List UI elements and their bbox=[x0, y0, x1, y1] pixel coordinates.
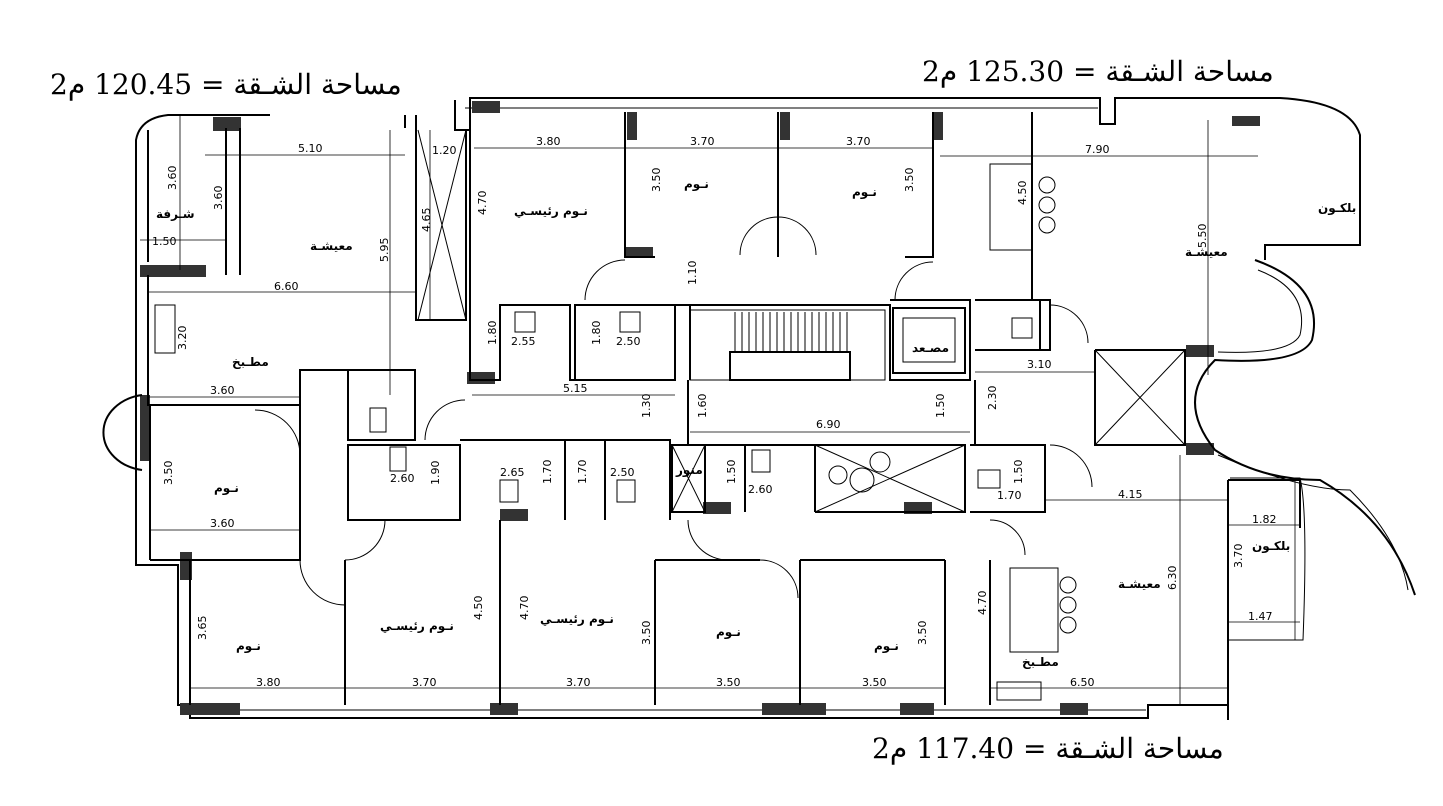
room-living-right: معيشـة bbox=[1185, 245, 1228, 259]
room-master-bottom-2: نـوم رئيسـي bbox=[540, 612, 614, 627]
dim-6-30: 6.30 bbox=[1166, 566, 1179, 591]
dim-2-50-b: 2.50 bbox=[610, 466, 635, 479]
dim-1-10: 1.10 bbox=[686, 261, 699, 286]
door-swings bbox=[254, 216, 1093, 606]
dim-1-60: 1.60 bbox=[696, 394, 709, 419]
dim-3-50-a: 3.50 bbox=[162, 461, 175, 486]
dim-5-10: 5.10 bbox=[298, 142, 323, 155]
dim-2-65: 2.65 bbox=[500, 466, 525, 479]
dim-2-30: 2.30 bbox=[986, 386, 999, 411]
dim-2-50-a: 2.50 bbox=[616, 335, 641, 348]
room-bed-bottom-2: نـوم bbox=[874, 639, 899, 654]
dim-3-50-b: 3.50 bbox=[650, 168, 663, 193]
room-master-top: نـوم رئيسـي bbox=[514, 204, 588, 219]
room-living-left: معيشـة bbox=[310, 239, 353, 253]
dim-3-50-d: 3.50 bbox=[640, 621, 653, 646]
dim-2-60-a: 2.60 bbox=[390, 472, 415, 485]
room-labels: شـرفة معيشـة مطـبخ نـوم نـوم رئيسـي نـوم… bbox=[156, 177, 1356, 669]
dim-3-80-b: 3.80 bbox=[256, 676, 281, 689]
dim-1-50-c: 1.50 bbox=[725, 460, 738, 485]
dim-4-70-a: 4.70 bbox=[476, 191, 489, 216]
room-living-bottom-right: معيشـة bbox=[1118, 577, 1161, 591]
balcony-curve-right bbox=[1194, 259, 1416, 596]
dim-1-80-b: 1.80 bbox=[590, 321, 603, 346]
dim-3-60-b: 3.60 bbox=[212, 186, 225, 211]
room-bedroom-left-mid: نـوم bbox=[214, 481, 239, 496]
room-bed-top-1: نـوم bbox=[684, 177, 709, 192]
room-elevator: مصـعد bbox=[912, 341, 949, 355]
room-kitchen-left: مطـبخ bbox=[232, 355, 269, 369]
dim-1-20: 1.20 bbox=[432, 144, 457, 157]
dim-3-50-c: 3.50 bbox=[903, 168, 916, 193]
dim-4-50-b: 4.50 bbox=[472, 596, 485, 621]
dim-3-60-d: 3.60 bbox=[210, 517, 235, 530]
dim-3-20: 3.20 bbox=[176, 326, 189, 351]
dim-1-50-b: 1.50 bbox=[934, 394, 947, 419]
dim-3-50-e: 3.50 bbox=[916, 621, 929, 646]
dim-3-60-a: 3.60 bbox=[166, 166, 179, 191]
apartment-area-top-right: مساحة الشـقة = 125.30 م2 bbox=[922, 55, 1274, 88]
dim-3-70-b: 3.70 bbox=[846, 135, 871, 148]
dim-1-47: 1.47 bbox=[1248, 610, 1273, 623]
room-balcony-bottom-right: بلكـون bbox=[1252, 539, 1290, 554]
staircase bbox=[689, 309, 886, 381]
dim-4-70-c: 4.70 bbox=[976, 591, 989, 616]
interior-walls bbox=[147, 112, 1229, 705]
outer-walls bbox=[135, 97, 1361, 720]
apartment-area-bottom: مساحة الشـقة = 117.40 م2 bbox=[872, 732, 1224, 765]
room-kitchen-bottom-right: مطـبخ bbox=[1022, 655, 1059, 669]
dim-6-50: 6.50 bbox=[1070, 676, 1095, 689]
dim-3-70-c: 3.70 bbox=[1232, 544, 1245, 569]
dim-1-50: 1.50 bbox=[152, 235, 177, 248]
room-bed-bottom-left: نـوم bbox=[236, 639, 261, 654]
room-master-bottom-1: نـوم رئيسـي bbox=[380, 619, 454, 634]
dim-3-80-a: 3.80 bbox=[536, 135, 561, 148]
dim-1-90: 1.90 bbox=[429, 461, 442, 486]
dim-3-10: 3.10 bbox=[1027, 358, 1052, 371]
dim-1-80-a: 1.80 bbox=[486, 321, 499, 346]
dim-1-30: 1.30 bbox=[640, 394, 653, 419]
dim-3-60-c: 3.60 bbox=[210, 384, 235, 397]
fixtures bbox=[154, 163, 1077, 701]
dim-3-65: 3.65 bbox=[196, 616, 209, 641]
dim-4-70-b: 4.70 bbox=[518, 596, 531, 621]
bay-window-left bbox=[102, 394, 143, 471]
dim-7-90: 7.90 bbox=[1085, 143, 1110, 156]
dim-1-70-b: 1.70 bbox=[576, 460, 589, 485]
dim-1-50-d: 1.50 bbox=[1012, 460, 1025, 485]
dimension-labels: 5.10 3.60 3.60 1.50 6.60 5.95 4.65 1.20 … bbox=[152, 135, 1277, 689]
dim-5-15: 5.15 bbox=[563, 382, 588, 395]
room-balcony-right: بلكـون bbox=[1318, 201, 1356, 216]
dim-5-95: 5.95 bbox=[378, 238, 391, 263]
dimension-lines bbox=[140, 115, 1300, 705]
dim-1-82: 1.82 bbox=[1252, 513, 1277, 526]
dim-2-55: 2.55 bbox=[511, 335, 536, 348]
room-balcony-left: شـرفة bbox=[156, 207, 195, 221]
dim-1-70-c: 1.70 bbox=[997, 489, 1022, 502]
apartment-area-top-left: مساحة الشـقة = 120.45 م2 bbox=[50, 68, 402, 101]
dim-4-50-a: 4.50 bbox=[1016, 181, 1029, 206]
dim-3-70-a: 3.70 bbox=[690, 135, 715, 148]
room-bed-bottom-1: نـوم bbox=[716, 625, 741, 640]
dim-3-50-g: 3.50 bbox=[862, 676, 887, 689]
dim-6-90: 6.90 bbox=[816, 418, 841, 431]
dim-1-70-a: 1.70 bbox=[541, 460, 554, 485]
room-bed-top-2: نـوم bbox=[852, 185, 877, 200]
room-shaft: منور bbox=[675, 463, 703, 478]
dim-3-50-f: 3.50 bbox=[716, 676, 741, 689]
dim-6-60: 6.60 bbox=[274, 280, 299, 293]
dim-4-15: 4.15 bbox=[1118, 488, 1143, 501]
dim-2-60-b: 2.60 bbox=[748, 483, 773, 496]
dim-3-70-e: 3.70 bbox=[566, 676, 591, 689]
dim-3-70-d: 3.70 bbox=[412, 676, 437, 689]
dim-4-65: 4.65 bbox=[420, 208, 433, 233]
dim-5-50: 5.50 bbox=[1196, 224, 1209, 249]
